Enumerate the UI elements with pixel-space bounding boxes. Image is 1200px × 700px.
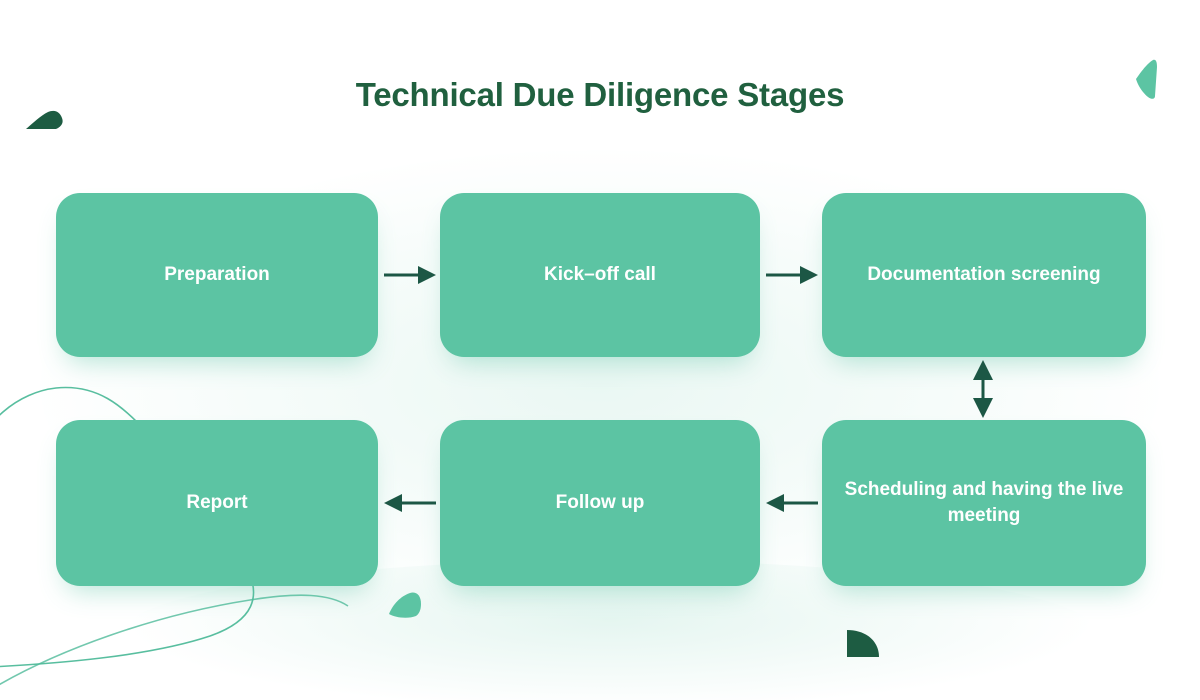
flow-node-label: Scheduling and having the live meeting xyxy=(844,479,1124,526)
page-title: Technical Due Diligence Stages xyxy=(355,76,845,113)
flow-node-report[interactable]: Report xyxy=(56,420,378,586)
arrow-scheduling-to-followup-icon xyxy=(766,494,818,512)
arrow-documentation-to-scheduling-icon xyxy=(973,360,993,418)
flow-node-kickoff[interactable]: Kick–off call xyxy=(440,193,760,357)
flow-node-preparation[interactable]: Preparation xyxy=(56,193,378,357)
arrow-followup-to-report-icon xyxy=(384,494,436,512)
flow-node-documentation-screening[interactable]: Documentation screening xyxy=(822,193,1146,357)
flow-node-label: Report xyxy=(186,492,248,514)
arrow-kickoff-to-documentation-icon xyxy=(766,266,818,284)
flow-node-label: Documentation screening xyxy=(867,264,1101,286)
flow-node-label: Follow up xyxy=(555,492,645,514)
flow-node-label: Preparation xyxy=(164,264,270,286)
arrow-preparation-to-kickoff-icon xyxy=(384,266,436,284)
flow-node-follow-up[interactable]: Follow up xyxy=(440,420,760,586)
flow-node-label: Kick–off call xyxy=(544,264,656,286)
flow-node-scheduling[interactable]: Scheduling and having the live meeting xyxy=(822,420,1146,586)
